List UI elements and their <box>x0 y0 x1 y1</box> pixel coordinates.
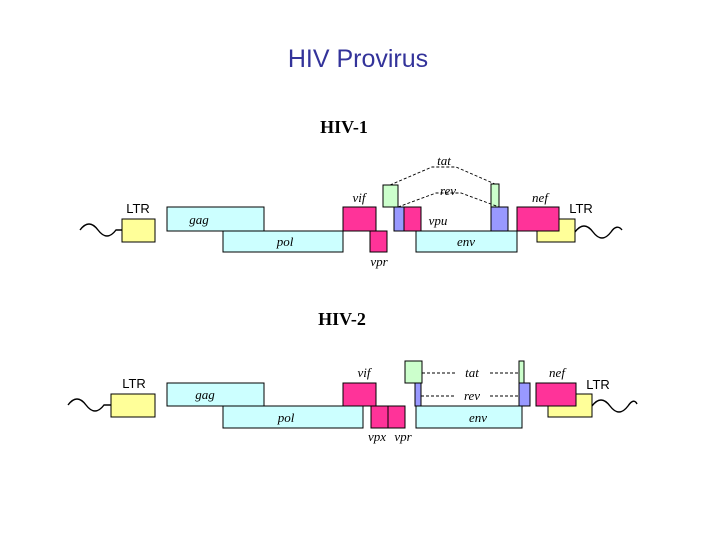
hiv1-env-label: env <box>457 234 475 249</box>
hiv2-rev-exon2-box <box>518 382 531 407</box>
hiv2-rev-label: rev <box>464 388 480 403</box>
hiv2-ltr-right-label: LTR <box>586 377 610 392</box>
hiv2-vpr-box <box>387 405 406 429</box>
hiv1-tat-exon1-box <box>382 184 399 208</box>
hiv1-rev-exon1-box <box>393 206 405 232</box>
hiv2-genome: HIV-2 LTR LTR gag pol vif vpx vpr env <box>67 309 638 444</box>
hiv1-gag-box <box>166 206 265 232</box>
hiv1-vpr-label: vpr <box>370 254 388 269</box>
hiv1-gag-label: gag <box>189 212 209 227</box>
hiv1-ltr-left-label: LTR <box>126 201 150 216</box>
hiv1-tat-splice-line <box>389 166 496 186</box>
page-title: HIV Provirus <box>288 45 428 73</box>
hiv2-vif-label: vif <box>358 365 373 380</box>
hiv1-nef-box <box>516 206 560 232</box>
hiv2-tat-exon1-box <box>404 360 423 384</box>
hiv1-rev-exon2-box <box>490 206 509 232</box>
hiv1-ltr-right-label: LTR <box>569 201 593 216</box>
hiv2-tat-label: tat <box>465 365 479 380</box>
hiv2-label: HIV-2 <box>318 309 366 329</box>
hiv2-vif-box <box>342 382 377 407</box>
hiv1-rev-label: rev <box>440 183 456 198</box>
hiv1-genome: HIV-1 LTR LTR gag pol vif vpr vpu env <box>79 117 623 269</box>
hiv1-vpr-box <box>369 230 388 253</box>
hiv2-vpx-label: vpx <box>368 429 386 444</box>
hiv1-rev-splice-line <box>397 192 500 208</box>
hiv2-pol-box <box>222 405 364 429</box>
hiv1-vpu-label: vpu <box>429 213 448 228</box>
hiv1-vpu-box <box>403 206 422 232</box>
hiv1-right-host-dna <box>574 225 623 239</box>
hiv1-vif-label: vif <box>353 190 368 205</box>
hiv2-pol-label: pol <box>277 410 295 425</box>
hiv2-rev-exon1-box <box>414 382 422 407</box>
hiv2-vpr-label: vpr <box>394 429 412 444</box>
hiv1-nef-label: nef <box>532 190 550 205</box>
hiv2-ltr-left-box <box>110 393 156 418</box>
hiv2-nef-box <box>535 382 577 407</box>
hiv2-env-box <box>415 405 523 429</box>
hiv2-right-host-dna <box>591 399 638 413</box>
hiv1-ltr-left-box <box>121 218 156 243</box>
hiv1-env-box <box>415 230 518 253</box>
hiv1-tat-label: tat <box>437 153 451 168</box>
hiv1-pol-box <box>222 230 344 253</box>
hiv1-vif-box <box>342 206 377 232</box>
hiv2-gag-box <box>166 382 265 407</box>
hiv1-pol-label: pol <box>276 234 294 249</box>
hiv2-ltr-left-label: LTR <box>122 376 146 391</box>
hiv2-env-label: env <box>469 410 487 425</box>
hiv1-left-host-dna <box>79 223 122 237</box>
hiv1-tat-exon2-box <box>490 183 500 208</box>
hiv1-label: HIV-1 <box>320 117 368 137</box>
hiv2-vpx-box <box>370 405 389 429</box>
hiv2-left-host-dna <box>67 398 111 412</box>
hiv2-gag-label: gag <box>195 387 215 402</box>
hiv2-nef-label: nef <box>549 365 567 380</box>
hiv2-tat-exon2-box <box>518 360 525 384</box>
